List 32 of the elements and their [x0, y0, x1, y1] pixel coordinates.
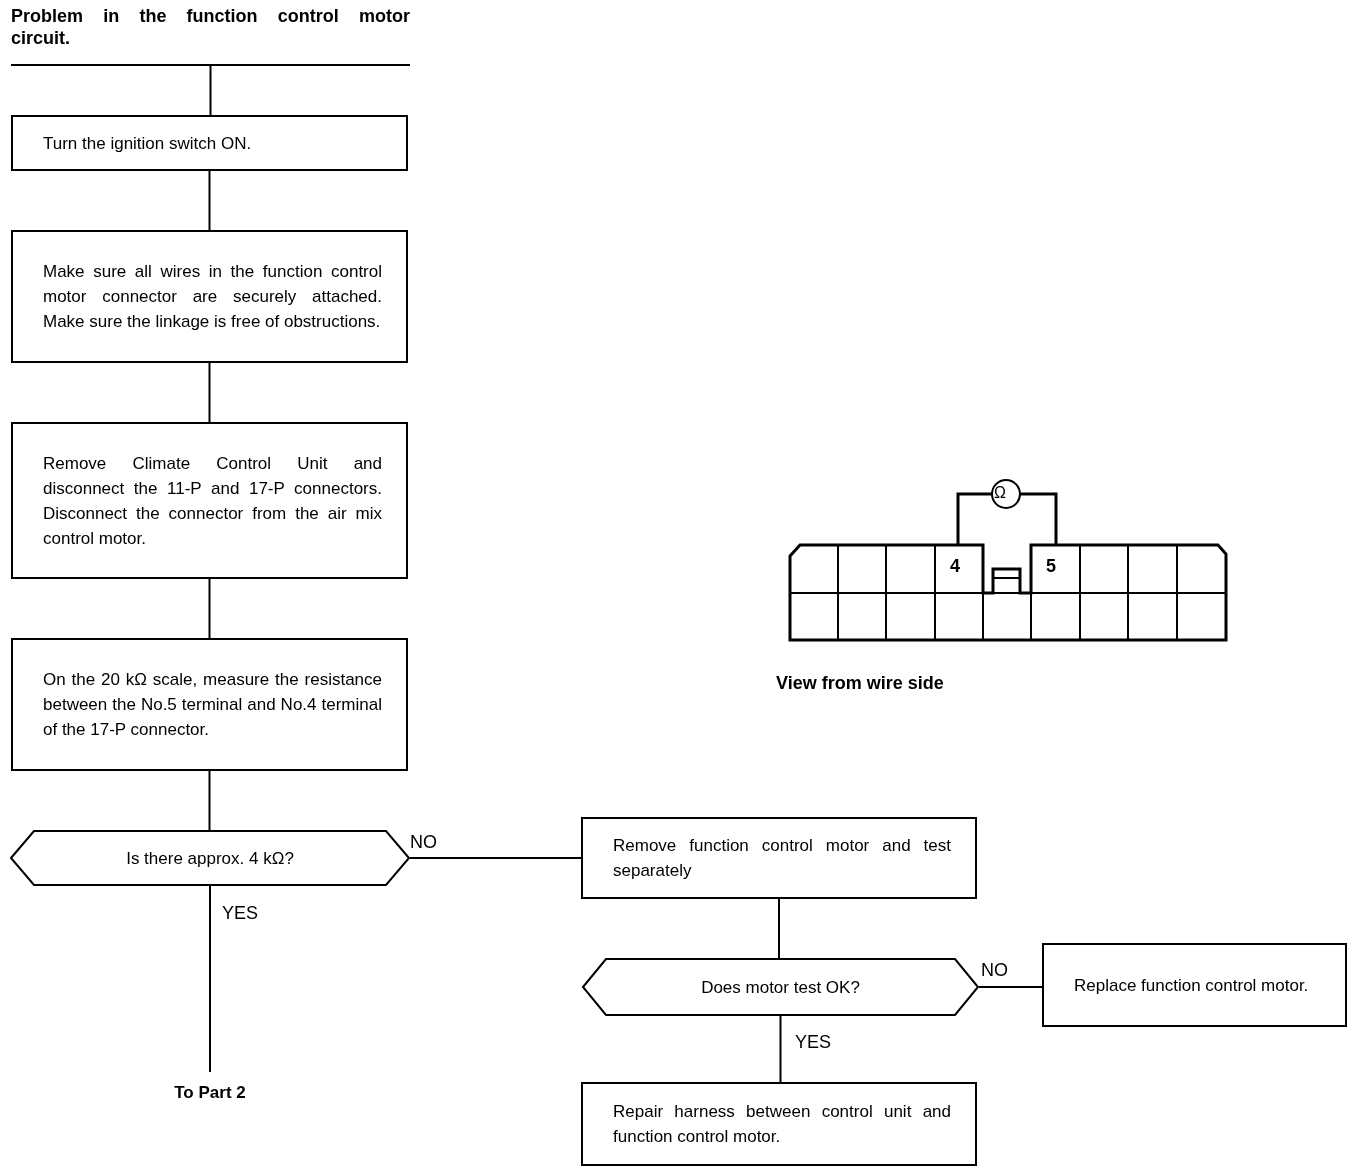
box-text: On the 20 kΩ scale, measure the resistance between the No.5 terminal and No.4 terminal of the 17-P connector. [43, 669, 382, 741]
connector-line [409, 857, 582, 859]
connector-line [208, 578, 211, 639]
process-box [11, 230, 408, 363]
caption: View from wire side [776, 673, 944, 693]
connector-line [779, 1015, 782, 1083]
flow-end-text: To Part 2 [173, 1081, 247, 1104]
box-text: Turn the ignition switch ON. [43, 132, 253, 155]
process-box [11, 638, 408, 771]
process-box [581, 817, 977, 899]
connector-line [208, 170, 211, 231]
pin-symbol: Ω [994, 483, 1006, 503]
process-box [1042, 943, 1347, 1027]
process-box [11, 115, 408, 171]
question-text: Does motor test OK? [700, 976, 861, 999]
pin-number: 5 [1046, 556, 1056, 576]
pin-number: 4 [950, 556, 960, 576]
question-text: Is there approx. 4 kΩ? [125, 847, 295, 870]
connector-line [209, 885, 211, 1073]
connector-line [208, 362, 211, 423]
connector-line [978, 986, 1043, 988]
connector-line [209, 65, 212, 116]
box-text: Remove function control motor and test separately [613, 835, 951, 882]
box-text: Repair harness between control unit and function control motor. [613, 1101, 951, 1148]
process-box [11, 422, 408, 579]
box-text: Remove Climate Control Unit and disconnect the 11-P and 17-P connectors. Disconnect the connector from the air mix control motor. [43, 452, 382, 550]
box-text: Make sure all wires in the function control motor connector are securely attached. Make sure the linkage is free of obstructions. [43, 261, 382, 333]
connector-line [208, 770, 211, 831]
process-box [581, 1082, 977, 1166]
connector-line [778, 898, 780, 959]
box-text: Replace function control motor. [1074, 974, 1310, 997]
heading-text: Problem in the function control motor circuit. [11, 5, 410, 49]
